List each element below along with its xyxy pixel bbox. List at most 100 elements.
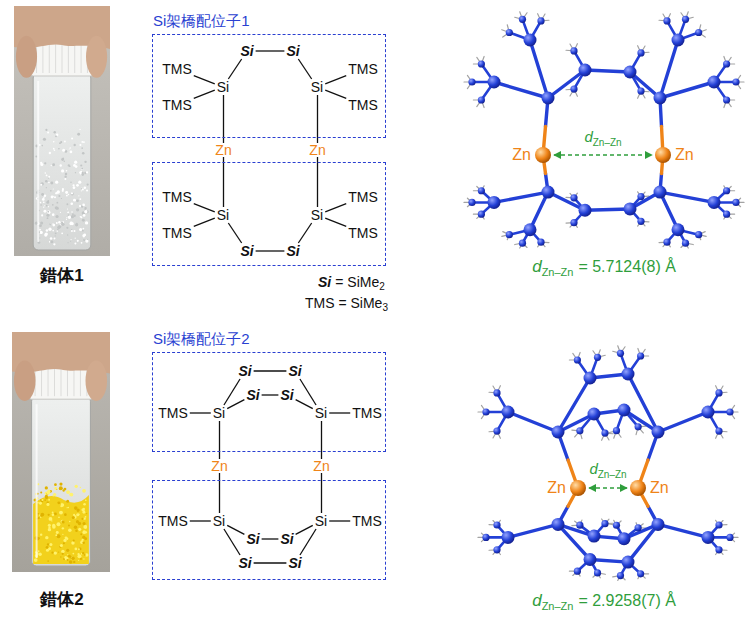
c-atom: [663, 239, 670, 246]
crystal: [50, 229, 51, 230]
powder-grain: [83, 508, 85, 510]
powder-grain: [77, 554, 81, 558]
c-atom: [723, 60, 730, 67]
atom-label: TMS: [348, 226, 378, 240]
powder-grain: [82, 541, 84, 543]
crystal: [46, 229, 49, 232]
chem-bond: [219, 421, 220, 452]
powder-grain: [38, 553, 41, 556]
c-atom: [637, 570, 644, 577]
chem-bond: [227, 525, 244, 534]
crystal: [51, 196, 54, 199]
crystal: [82, 172, 84, 174]
powder-grain: [38, 517, 40, 519]
powder-grain: [75, 548, 78, 551]
cap-ridge: [42, 44, 43, 73]
label-group: Si= SiMe2: [318, 272, 385, 293]
atom-label: TMS: [158, 514, 188, 528]
legend-symbol: Si: [318, 274, 331, 290]
atom-label: Si: [213, 406, 225, 420]
powder-grain: [68, 528, 72, 532]
atom-label: Si: [217, 208, 229, 222]
powder-grain: [45, 536, 48, 539]
crystal: [82, 230, 84, 232]
c-atom: [576, 522, 583, 529]
powder-grain: [66, 559, 68, 561]
atom-label: TMS: [162, 62, 192, 76]
glass-highlight: [36, 404, 38, 558]
atom-label: Si: [315, 514, 327, 528]
c-atom: [537, 17, 544, 24]
crystal: [71, 230, 73, 232]
chem-bond: [321, 480, 322, 513]
crystal: [53, 188, 54, 189]
chem-bond: [190, 412, 211, 413]
crystal: [64, 141, 66, 143]
cap-ridge: [81, 44, 82, 73]
powder-grain: [85, 516, 87, 518]
crystal: [46, 205, 48, 207]
crystal: [73, 230, 75, 232]
zn-atom: [655, 147, 671, 163]
crystal: [68, 164, 70, 166]
crystal: [70, 182, 71, 183]
crystal: [47, 210, 50, 213]
crystal: [71, 192, 73, 194]
crystal: [73, 199, 76, 202]
powder-grain: [80, 487, 81, 488]
atom-label: Si: [246, 388, 259, 402]
c-atom: [732, 78, 739, 85]
crystal: [81, 188, 82, 189]
crystal: [66, 219, 67, 220]
c-atom: [637, 193, 644, 200]
label-group: TMS = SiMe3: [305, 293, 388, 314]
vial-glass: [32, 396, 91, 566]
powder-grain: [83, 503, 86, 506]
label-group: Zn: [547, 478, 566, 497]
cap-ridge: [55, 44, 56, 73]
crystal: [40, 184, 42, 186]
finger: [16, 36, 37, 78]
si-atom: [502, 531, 515, 544]
powder-grain: [64, 488, 67, 491]
crystal: [74, 243, 76, 245]
crystal: [46, 187, 47, 188]
powder-grain: [69, 560, 73, 564]
crystal: [52, 224, 55, 227]
crystal: [35, 156, 37, 158]
crystal: [55, 235, 56, 236]
powder-grain: [56, 531, 59, 534]
atom-label: TMS: [162, 98, 192, 112]
crystal: [68, 194, 69, 195]
subscript: 2: [379, 281, 385, 292]
si-atom: [618, 532, 631, 545]
label-group: dZn–Zn: [584, 127, 621, 149]
zn-atom: [535, 147, 551, 163]
c-atom: [635, 524, 642, 531]
atom-label: TMS: [352, 406, 382, 420]
crystal: [42, 198, 45, 201]
ligand-box: Si架橋配位子2TMSSiSiSiSiSiSiTMS: [152, 352, 386, 452]
powder-grain: [40, 514, 42, 516]
crystal: [64, 175, 66, 177]
si-bond: [585, 70, 630, 72]
crystal: [84, 207, 86, 209]
si-atom: [584, 372, 597, 385]
cap-ridge: [54, 369, 55, 397]
crystal: [55, 206, 58, 209]
c-atom: [493, 546, 500, 553]
c-atom: [637, 352, 644, 359]
chem-bond: [227, 400, 244, 409]
c-atom: [570, 219, 577, 226]
c-atom: [570, 194, 577, 201]
powder-grain: [75, 530, 78, 533]
crystal: [55, 181, 58, 184]
crystal: [73, 186, 76, 189]
powder-grain: [73, 561, 75, 563]
c-atom: [601, 429, 608, 436]
si-atom: [624, 66, 637, 79]
crystal: [68, 242, 69, 243]
powder-grain: [64, 513, 67, 516]
crystal: [84, 186, 86, 188]
crystal: [57, 229, 59, 231]
